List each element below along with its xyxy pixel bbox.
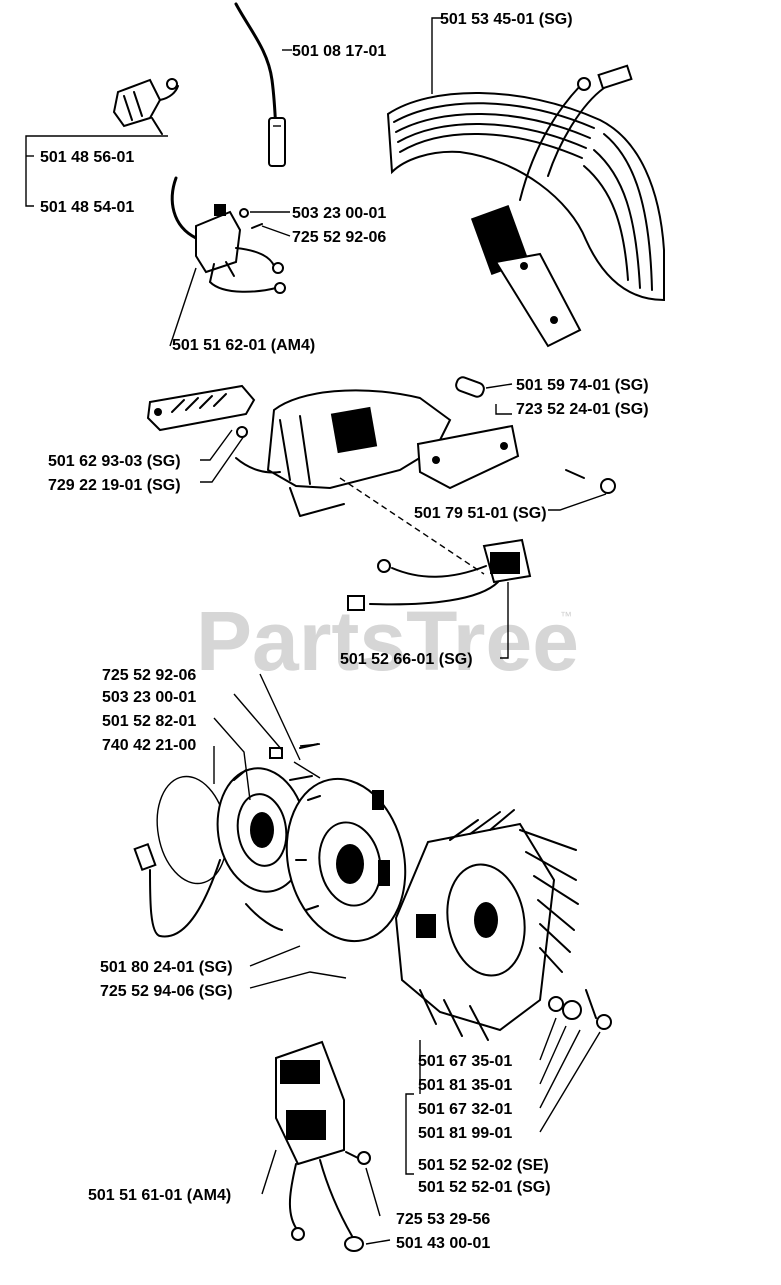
label-unit-nut: 501 43 00-01 xyxy=(396,1235,490,1252)
label-cover: 501 62 93-03 (SG) xyxy=(48,453,181,470)
ignition-module-illustration xyxy=(170,176,286,294)
label-fw-washer: 501 81 35-01 xyxy=(418,1077,512,1094)
label-rotor-screw: 725 52 94-06 (SG) xyxy=(100,983,233,1000)
label-module-screw-b: 725 52 92-06 xyxy=(292,229,386,246)
label-bracket: 501 79 51-01 (SG) xyxy=(414,505,547,522)
label-flywheel-se: 501 52 52-02 (SE) xyxy=(418,1157,549,1174)
ignition-unit-illustration xyxy=(275,1040,371,1252)
hv-lead-illustration xyxy=(234,2,286,167)
label-ignition-unit-am4: 501 51 61-01 (AM4) xyxy=(88,1187,231,1204)
switch-illustration xyxy=(339,477,532,611)
label-stator-washer: 503 23 00-01 xyxy=(102,689,196,706)
ignition-coil-illustration xyxy=(386,64,665,348)
label-fw-nut: 501 81 99-01 xyxy=(418,1125,512,1142)
label-unit-screw: 725 53 29-56 xyxy=(396,1211,490,1228)
watermark-trademark: ™ xyxy=(560,609,572,623)
label-coil: 501 53 45-01 (SG) xyxy=(440,11,573,28)
housing-illustration xyxy=(235,389,452,517)
stator-illustration xyxy=(133,743,319,938)
flywheel-illustration xyxy=(394,809,612,1041)
label-ignition-module-am4: 501 51 62-01 (AM4) xyxy=(172,337,315,354)
label-fw-spring: 501 67 32-01 xyxy=(418,1101,512,1118)
label-spacer: 501 59 74-01 (SG) xyxy=(516,377,649,394)
label-cap-a: 501 48 56-01 xyxy=(40,149,134,166)
label-stator: 501 52 82-01 xyxy=(102,713,196,730)
label-rotor: 501 80 24-01 (SG) xyxy=(100,959,233,976)
label-stator-screw: 725 52 92-06 xyxy=(102,667,196,684)
label-cover-screw: 729 22 19-01 (SG) xyxy=(48,477,181,494)
label-switch: 501 52 66-01 (SG) xyxy=(340,651,473,668)
label-fw-key: 501 67 35-01 xyxy=(418,1053,512,1070)
watermark-text: PartsTree xyxy=(196,594,579,688)
rotor-illustration xyxy=(285,777,407,943)
cover-illustration xyxy=(146,384,256,438)
label-spacer-screw: 723 52 24-01 (SG) xyxy=(516,401,649,418)
label-cap-b: 501 48 54-01 xyxy=(40,199,134,216)
spark-cap-illustration xyxy=(112,78,179,135)
label-oring: 740 42 21-00 xyxy=(102,737,196,754)
bracket-illustration xyxy=(416,376,616,494)
label-hv-lead: 501 08 17-01 xyxy=(292,43,386,60)
label-flywheel-sg: 501 52 52-01 (SG) xyxy=(418,1179,551,1196)
label-module-screw-a: 503 23 00-01 xyxy=(292,205,386,222)
